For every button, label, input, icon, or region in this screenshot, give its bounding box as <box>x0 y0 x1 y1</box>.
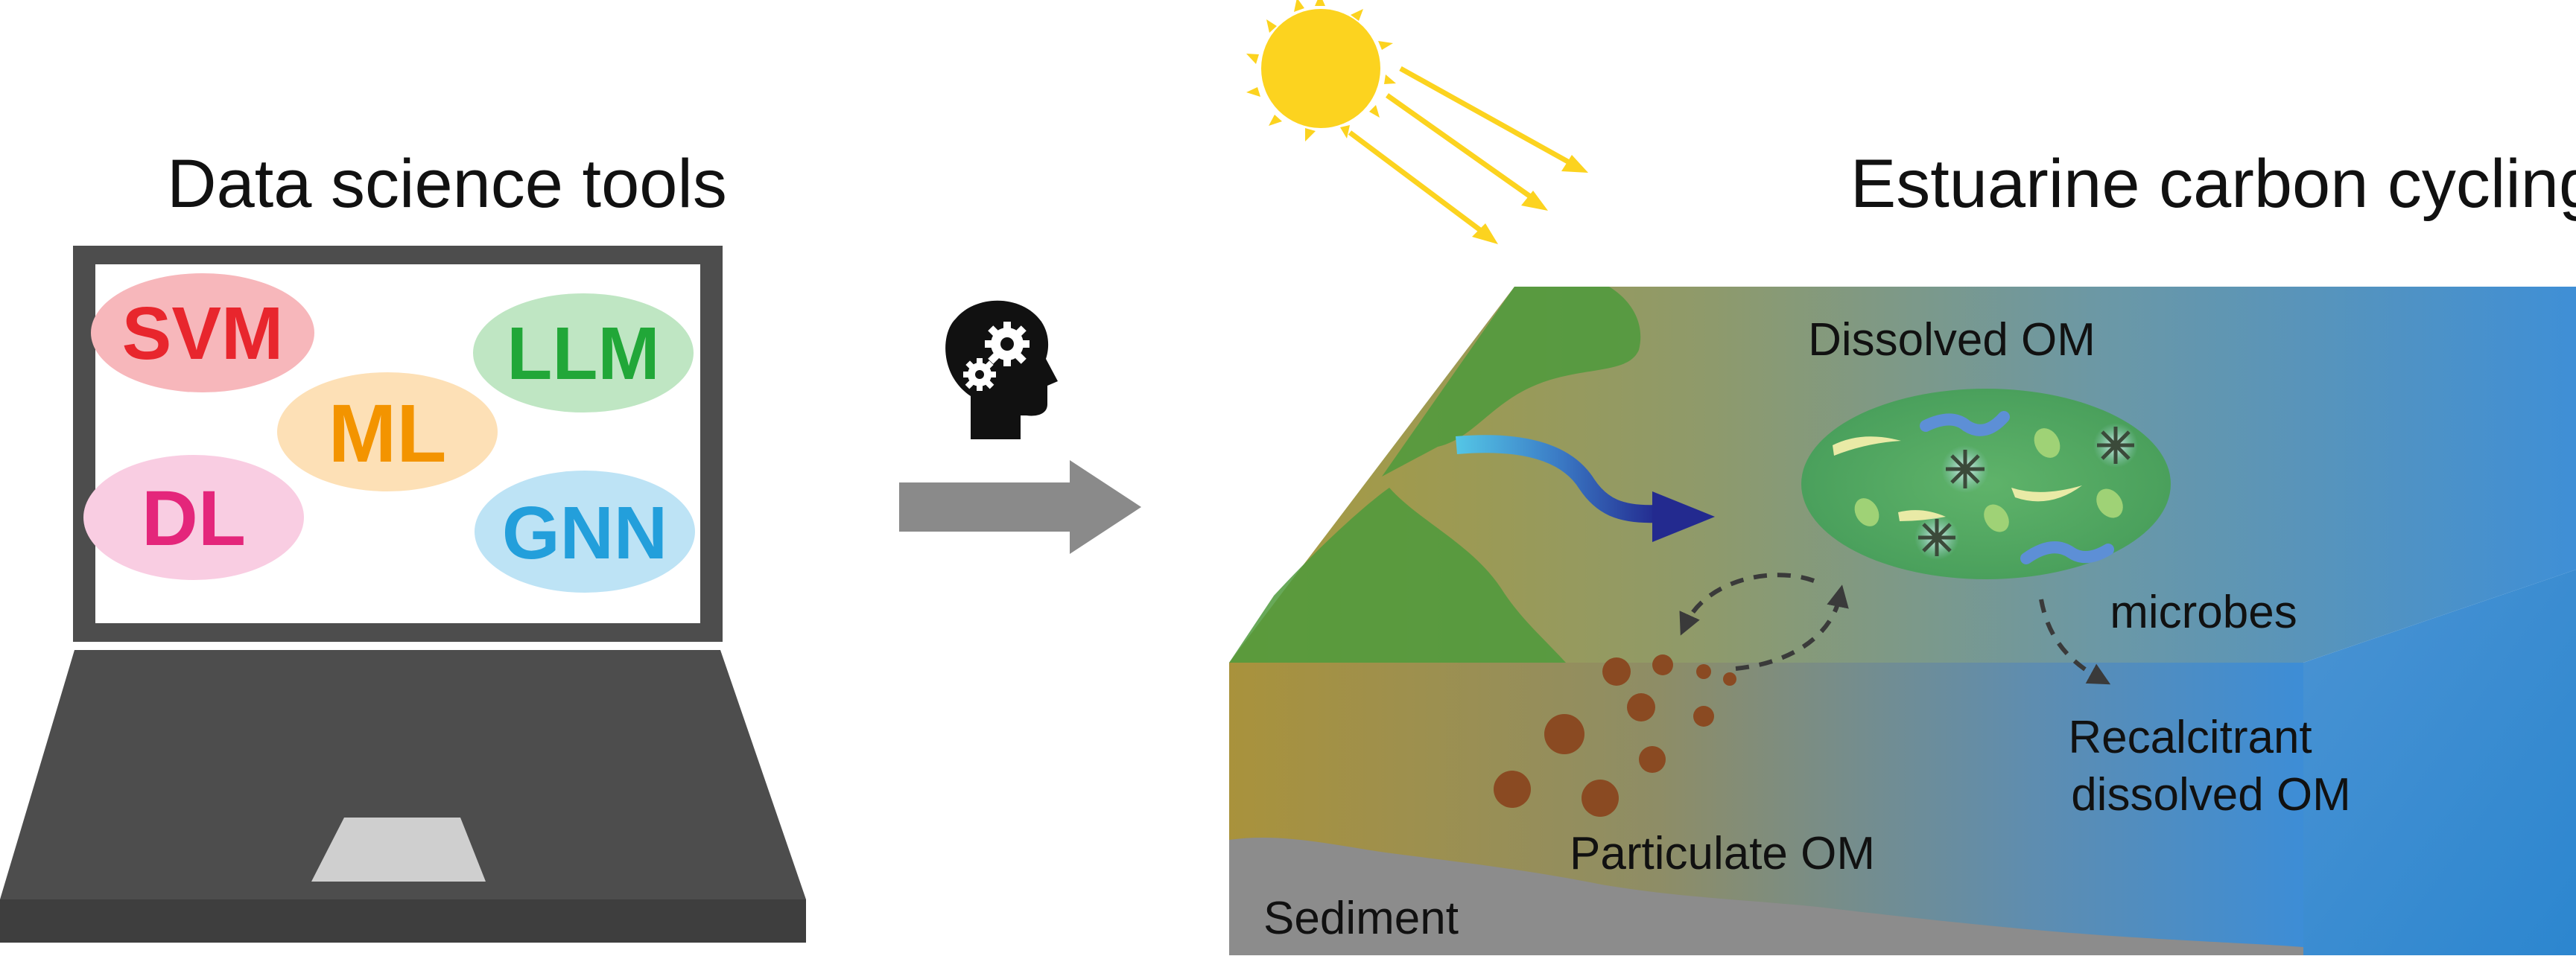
label-sediment: Sediment <box>1263 893 1459 944</box>
tool-bubble-ml-shape <box>277 372 498 491</box>
head-with-gears-icon <box>945 300 1058 439</box>
land-upper-left <box>1382 287 1641 477</box>
ml-tool-bubbles: SVM LLM ML DL GNN <box>83 273 695 593</box>
particle <box>1602 657 1631 686</box>
particle <box>1494 771 1531 808</box>
oval-cell <box>2096 488 2123 518</box>
dissolved-om-pool <box>1801 389 2171 579</box>
left-panel-title: Data science tools <box>167 146 727 222</box>
dashed-arrow-to-recalcitrant <box>2039 599 2111 685</box>
star-microbe <box>2093 423 2138 468</box>
tool-bubble-ml: ML <box>277 372 498 491</box>
crescent-microbe <box>2011 485 2082 502</box>
laptop-trackpad <box>311 818 486 882</box>
tool-bubble-svm: SVM <box>91 273 314 392</box>
label-microbes: microbes <box>2110 587 2297 638</box>
particle <box>1544 714 1584 754</box>
label-particulate-om: Particulate OM <box>1570 828 1875 879</box>
sun-icon <box>1246 0 1588 244</box>
dissolved-om-ellipse <box>1801 389 2171 579</box>
sediment-layer <box>1229 837 2303 955</box>
river-inflow-arrow <box>1455 435 1715 542</box>
particle <box>1723 672 1736 686</box>
particle <box>1652 654 1673 675</box>
arrow-right-icon <box>899 460 1141 554</box>
oval-cell <box>1854 498 1879 526</box>
particle <box>1627 693 1655 721</box>
dashed-arrow-to-particulate <box>1679 573 1815 636</box>
star-microbe <box>1941 445 1989 493</box>
laptop-base-edge <box>0 899 806 943</box>
label-recalcitrant-line1: Recalcitrant <box>2068 712 2312 763</box>
rod-microbe <box>2020 541 2114 564</box>
gear-large-icon <box>985 322 1030 366</box>
tool-bubble-dl: DL <box>83 455 304 580</box>
land-lower-left <box>1229 488 1566 663</box>
tool-label-dl: DL <box>142 475 246 562</box>
rod-microbe <box>1920 411 2010 436</box>
label-recalcitrant-line2: dissolved OM <box>2071 769 2351 821</box>
tool-bubble-svm-shape <box>91 273 314 392</box>
laptop-keyboard-deck <box>0 650 806 899</box>
particle <box>1696 664 1711 679</box>
estuary-side-face <box>2303 570 2576 955</box>
tool-bubble-llm: LLM <box>473 293 694 412</box>
particle <box>1639 746 1666 773</box>
tool-label-llm: LLM <box>507 312 659 395</box>
tool-label-svm: SVM <box>122 292 284 375</box>
star-microbe <box>1914 515 1959 560</box>
tool-bubble-gnn-shape <box>475 471 695 593</box>
oval-cell <box>2034 428 2061 458</box>
oval-cell <box>1984 504 2009 532</box>
tool-label-gnn: GNN <box>502 491 667 575</box>
dashed-arrow-to-dissolved <box>1735 584 1849 671</box>
tool-label-ml: ML <box>329 388 447 480</box>
tool-bubble-dl-shape <box>83 455 304 580</box>
particle <box>1582 780 1619 817</box>
label-dissolved-om: Dissolved OM <box>1808 314 2096 366</box>
tool-bubble-llm-shape <box>473 293 694 412</box>
gear-small-icon <box>963 358 996 391</box>
particulate-om-particles <box>1494 654 1736 817</box>
estuary-block <box>1229 287 2576 955</box>
particle <box>1693 706 1714 727</box>
tool-bubble-gnn: GNN <box>475 471 695 593</box>
right-panel-title: Estuarine carbon cycling <box>1850 146 2576 222</box>
exchange-arrows <box>1679 573 2111 685</box>
crescent-microbe <box>1833 436 1901 456</box>
